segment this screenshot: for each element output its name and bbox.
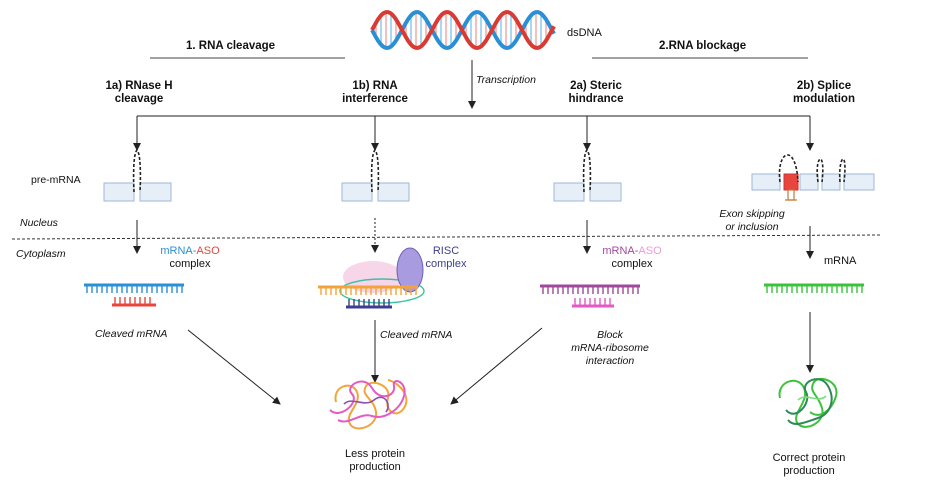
dsdna-label: dsDNA [567,27,602,39]
risc-line2: complex [425,258,467,270]
method-2b-title: 2b) Splice modulation [782,80,866,106]
dna-helix-icon [370,10,556,50]
mrna-strand-2a [540,284,640,294]
method-1a-title: 1a) RNase H cleavage [97,80,181,106]
cleaved-mrna-label-2: Cleaved mRNA [380,329,453,341]
correct-protein-label: Correct protein production [755,452,863,478]
section2-title: 2.RNA blockage [659,40,747,52]
nucleus-label: Nucleus [20,217,58,229]
method-1b-line2: interference [342,93,408,105]
exon-line2: or inclusion [725,221,779,233]
arrow-to-less-right [450,327,543,405]
block-line2: mRNA-ribosome [571,342,649,354]
method-1a-line1: 1a) RNase H [105,80,173,92]
aso1-complex-text: complex [169,258,211,270]
less-line2: production [349,461,401,473]
exon-line1: Exon skipping [719,208,785,220]
pre-mrna-1a [103,148,172,202]
aso1-aso-text: ASO [196,245,220,257]
aso2-dash-text: - [634,245,639,257]
ribbon-tangle-icon [329,379,408,430]
pre-mrna-2a [553,148,622,202]
correct-line1: Correct protein [772,452,846,464]
aso2-mrna-text: mRNA [602,245,635,257]
pre-mrna-label: pre-mRNA [31,174,81,186]
mrna-aso-complex-label-1: mRNA-ASO complex [148,245,232,271]
transcription-label: Transcription [476,74,536,86]
less-protein-label: Less protein production [327,448,423,474]
method-1b-line1: 1b) RNA [352,80,398,92]
aso-strand-2a [572,298,614,308]
mrna-strand-2b [764,283,864,293]
section1-title: 1. RNA cleavage [186,40,276,52]
dna-strand-red [370,10,556,50]
aso1-dash-text: - [192,245,197,257]
pre-mrna-2b [751,154,875,201]
ribbon-tangle-icon [778,377,838,428]
aso-strand-1a [112,297,156,307]
method-2b-line1: 2b) Splice [796,80,852,92]
mrna-label: mRNA [824,255,857,267]
aso2-complex-text: complex [611,258,653,270]
mrna-strand-1b [318,285,418,295]
mrna-strand-1a [84,283,184,293]
block-line1: Block [597,329,623,341]
arrow-to-less-left [187,329,281,405]
aso1-mrna-text: mRNA [160,245,193,257]
block-interaction-label: Block mRNA-ribosome interaction [560,329,660,368]
method-2a-line2: hindrance [568,93,624,105]
method-1a-line2: cleavage [114,93,164,105]
pre-mrna-1b [341,148,410,202]
risc-complex [339,247,425,304]
method-1b-title: 1b) RNA interference [327,80,423,106]
less-line1: Less protein [345,448,405,460]
cleaved-mrna-label-1: Cleaved mRNA [95,328,168,340]
risc-complex-label: RISC complex [420,245,472,271]
cytoplasm-label: Cytoplasm [16,248,66,260]
nucleus-divider [11,234,881,240]
sirna-strand-1b [346,299,392,309]
correct-line2: production [783,465,835,477]
aso2-aso-text: ASO [638,245,662,257]
exon-skipping-label: Exon skipping or inclusion [708,208,796,234]
risc-line1: RISC [432,245,460,257]
method-2a-title: 2a) Steric hindrance [554,80,638,106]
strand-combs [84,283,864,309]
method-2b-line2: modulation [793,93,855,105]
mrna-aso-complex-label-2: mRNA-ASO complex [590,245,674,271]
method-2a-line1: 2a) Steric [570,80,622,92]
block-line3: interaction [585,355,635,367]
